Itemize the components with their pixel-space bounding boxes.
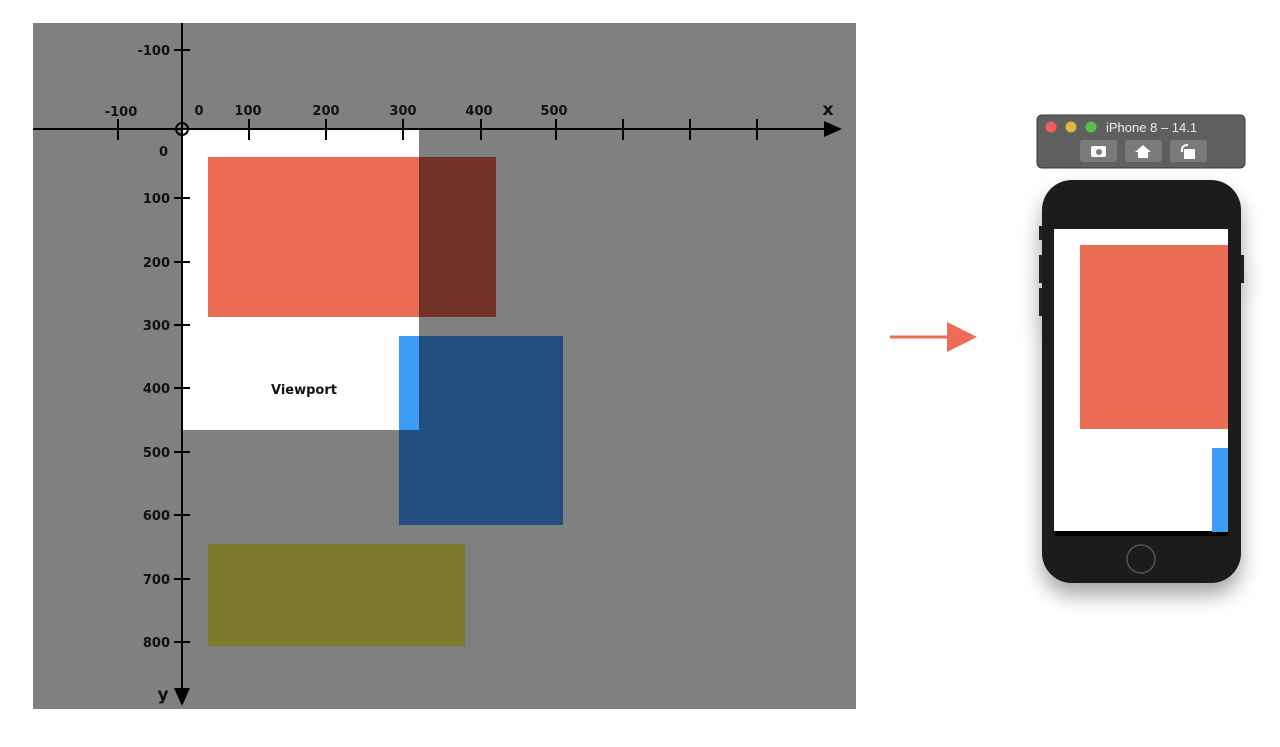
y-tick-label: 300: [143, 319, 170, 334]
phone-home-button[interactable]: [1126, 544, 1156, 574]
viewport-label: Viewport: [271, 383, 337, 398]
blue-rect-visible: [399, 336, 419, 430]
blue-rect-offscreen: [399, 336, 563, 525]
close-button[interactable]: [1045, 121, 1057, 133]
screenshot-button[interactable]: [1080, 140, 1117, 162]
x-tick-label: 0: [194, 104, 203, 119]
x-tick-label: 500: [540, 104, 567, 119]
zoom-button[interactable]: [1085, 121, 1097, 133]
x-tick-label: 300: [389, 104, 416, 119]
y-tick-label: 400: [143, 382, 170, 397]
olive-rect: [208, 544, 465, 646]
home-button[interactable]: [1125, 140, 1162, 162]
x-tick-label: 100: [234, 104, 261, 119]
screen-blue-rect: [1212, 448, 1228, 532]
y-tick-label: 500: [143, 446, 170, 461]
x-tick-label: -100: [105, 105, 138, 120]
y-tick-label: 100: [143, 192, 170, 207]
x-tick-marks: [117, 49, 758, 643]
red-rect-visible: [208, 157, 419, 317]
y-tick-label: -100: [137, 44, 170, 59]
rotate-button[interactable]: [1170, 140, 1207, 162]
simulator-title: iPhone 8 – 14.1: [1106, 120, 1197, 135]
y-tick-label: 200: [143, 256, 170, 271]
screen-red-rect: [1080, 245, 1228, 429]
x-axis-label: x: [823, 100, 834, 120]
y-tick-label: 800: [143, 636, 170, 651]
y-tick-label: 700: [143, 573, 170, 588]
y-tick-label: 0: [159, 145, 168, 160]
rotate-icon: [1184, 149, 1195, 159]
y-tick-label: 600: [143, 509, 170, 524]
coordinate-plane: Viewport -100 0 100 200 300 400 500 -100…: [33, 23, 856, 709]
red-rect-offscreen: [419, 157, 496, 317]
x-tick-label: 200: [312, 104, 339, 119]
origin-marker: [175, 122, 189, 136]
home-icon: [1135, 145, 1151, 158]
y-axis-label: y: [157, 685, 168, 705]
simulator-window: iPhone 8 – 14.1: [1036, 114, 1246, 583]
x-tick-label: 400: [465, 104, 492, 119]
minimize-button[interactable]: [1065, 121, 1077, 133]
